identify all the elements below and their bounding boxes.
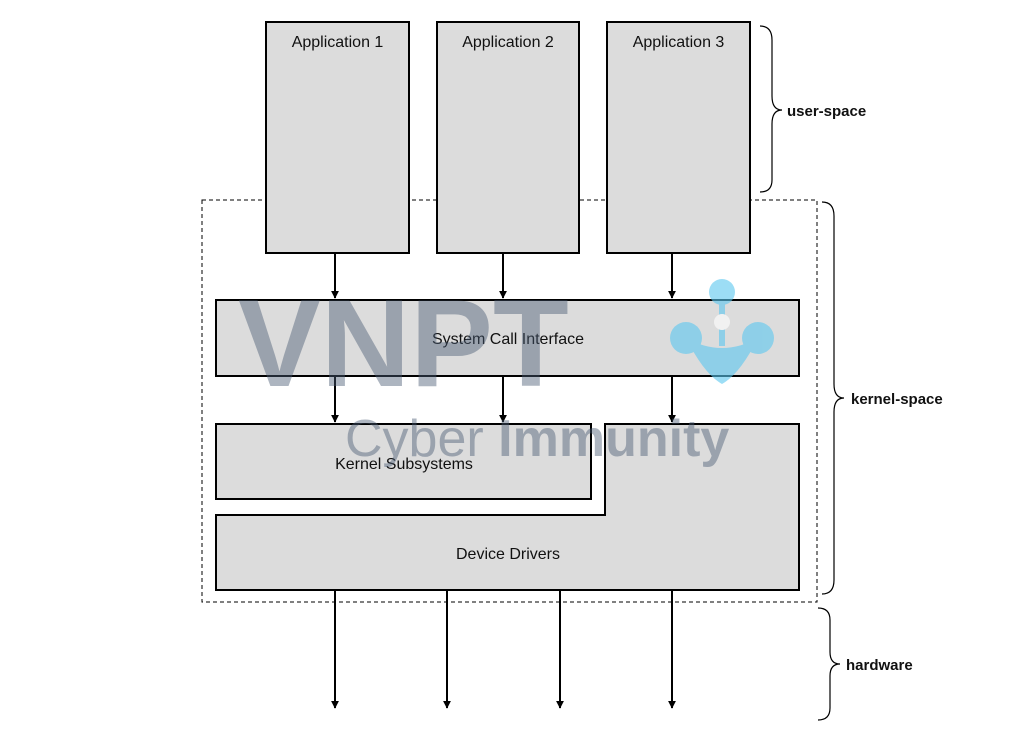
watermark-tagline-text: Cyber Immunity (345, 410, 729, 468)
application-label-3: Application 3 (633, 34, 725, 51)
user-space-brace (759, 25, 783, 193)
hardware-label: hardware (846, 657, 913, 674)
user-space-label: user-space (787, 103, 866, 120)
watermark-tagline-part2: Immunity (498, 410, 729, 468)
application-label-2: Application 2 (462, 34, 554, 51)
hardware-brace (817, 607, 841, 721)
application-label-1: Application 1 (292, 34, 384, 51)
application-box-2: Application 2 (436, 21, 580, 254)
system-call-interface-label: System Call Interface (432, 331, 584, 348)
watermark-brand-text: VNPT (238, 275, 569, 413)
kernel-space-brace (821, 201, 845, 595)
watermark-logo-icon (670, 279, 774, 384)
application-box-1: Application 1 (265, 21, 410, 254)
vnpt-watermark: VNPT Cyber Immunity (238, 275, 774, 468)
application-box-3: Application 3 (606, 21, 751, 254)
kernel-subsystems-box: Kernel Subsystems (215, 423, 592, 500)
device-drivers-label: Device Drivers (456, 546, 560, 563)
kernel-subsystems-label: Kernel Subsystems (335, 456, 473, 473)
kernel-space-region (201, 199, 818, 603)
device-drivers-box: Device Drivers (215, 423, 800, 591)
kernel-space-label: kernel-space (851, 391, 943, 408)
watermark-tagline-part1: Cyber (345, 410, 484, 468)
